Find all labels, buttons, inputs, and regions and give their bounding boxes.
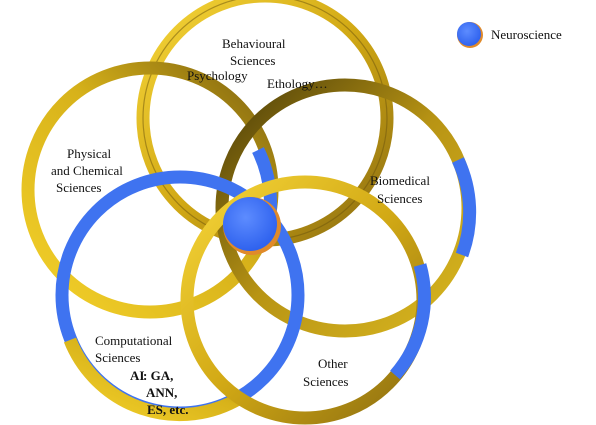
label-psychology: Psychology: [187, 68, 248, 83]
label-ai-prefix: AI: [130, 368, 144, 383]
label-behavioural-line2: Sciences: [230, 53, 275, 68]
label-ai-list-1: : GA,: [143, 368, 173, 383]
label-other-line2: Sciences: [303, 374, 348, 389]
label-physical-line2: and Chemical: [51, 163, 123, 178]
label-physical-line3: Sciences: [56, 180, 101, 195]
ring-computational-sciences: [55, 170, 305, 422]
label-ai-list-3: ES, etc.: [147, 402, 189, 417]
neuroscience-hub: [223, 197, 281, 255]
label-behavioural-line1: Behavioural: [222, 36, 286, 51]
label-biomedical-line2: Sciences: [377, 191, 422, 206]
label-biomedical-line1: Biomedical: [370, 173, 430, 188]
label-computational-line1: Computational: [95, 333, 173, 348]
legend: Neuroscience: [457, 22, 562, 48]
legend-label: Neuroscience: [491, 27, 562, 42]
label-other-line1: Other: [318, 356, 348, 371]
ring-other-sciences: [180, 175, 431, 425]
label-computational-line2: Sciences: [95, 350, 140, 365]
label-ethology: Ethology…: [267, 76, 328, 91]
label-ai-list-2: ANN,: [146, 385, 177, 400]
label-physical-line1: Physical: [67, 146, 111, 161]
